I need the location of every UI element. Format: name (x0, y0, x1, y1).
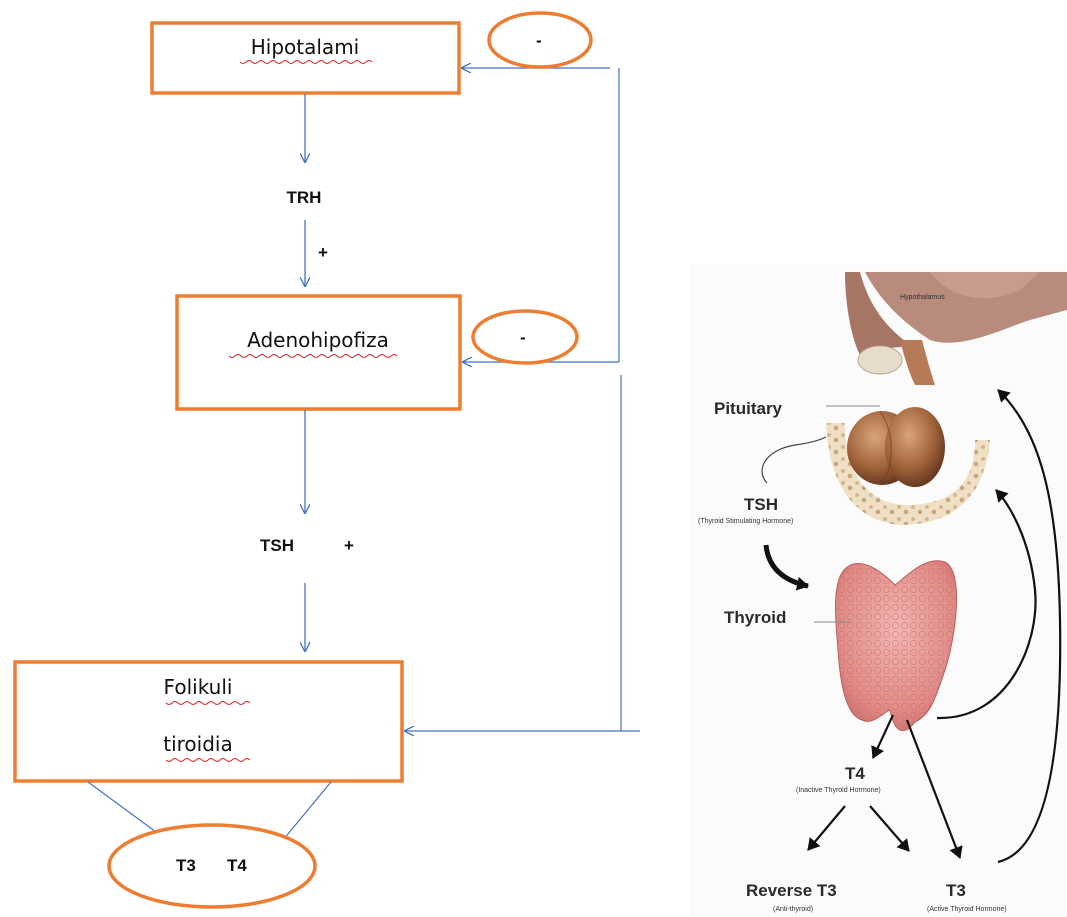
tsh-plus-sign: + (344, 536, 354, 555)
tsh-figure-sub: (Thyroid Stimulating Hormone) (698, 518, 793, 525)
thyroid-label: Thyroid (724, 608, 786, 627)
adenohypophysis-box (177, 296, 460, 409)
pituitary-posterior-lobe (885, 407, 945, 487)
hormones-t3-label: T3 (176, 856, 196, 875)
pituitary-label: Pituitary (714, 399, 783, 418)
feedback-minus-mid: - (520, 328, 526, 347)
t3-figure-label: T3 (946, 881, 966, 900)
hormones-t4-label: T4 (227, 856, 247, 875)
line-follicles-to-hormones-right (283, 782, 331, 840)
trh-plus-sign: + (318, 243, 328, 262)
tsh-figure-label: TSH (744, 495, 778, 514)
tsh-label: TSH (260, 536, 294, 555)
t3-figure-sub: (Active Thyroid Hormone) (927, 906, 1007, 913)
hypothalamus-box-label: Hipotalami (251, 35, 359, 59)
feedback-minus-top: - (536, 31, 542, 50)
reverse-t3-sub: (Anti-thyroid) (773, 906, 813, 913)
t4-figure-label: T4 (845, 764, 865, 783)
thyroid-follicles-box-label-line2: tiroidia (163, 732, 232, 756)
reverse-t3-label: Reverse T3 (746, 881, 837, 900)
hypothalamus-label: Hypothalamus (900, 294, 945, 301)
anatomy-illustration: Hypothalamus Pituitary TSH (Thyroid Stim… (690, 265, 1067, 917)
line-follicles-to-hormones-left (88, 782, 156, 832)
thyroid-follicles-box-label-line1: Folikuli (164, 675, 233, 699)
trh-label: TRH (287, 188, 322, 207)
t4-figure-sub: (Inactive Thyroid Hormone) (796, 787, 881, 794)
adenohypophysis-box-label: Adenohipofiza (247, 328, 389, 352)
hormones-oval (109, 825, 315, 907)
